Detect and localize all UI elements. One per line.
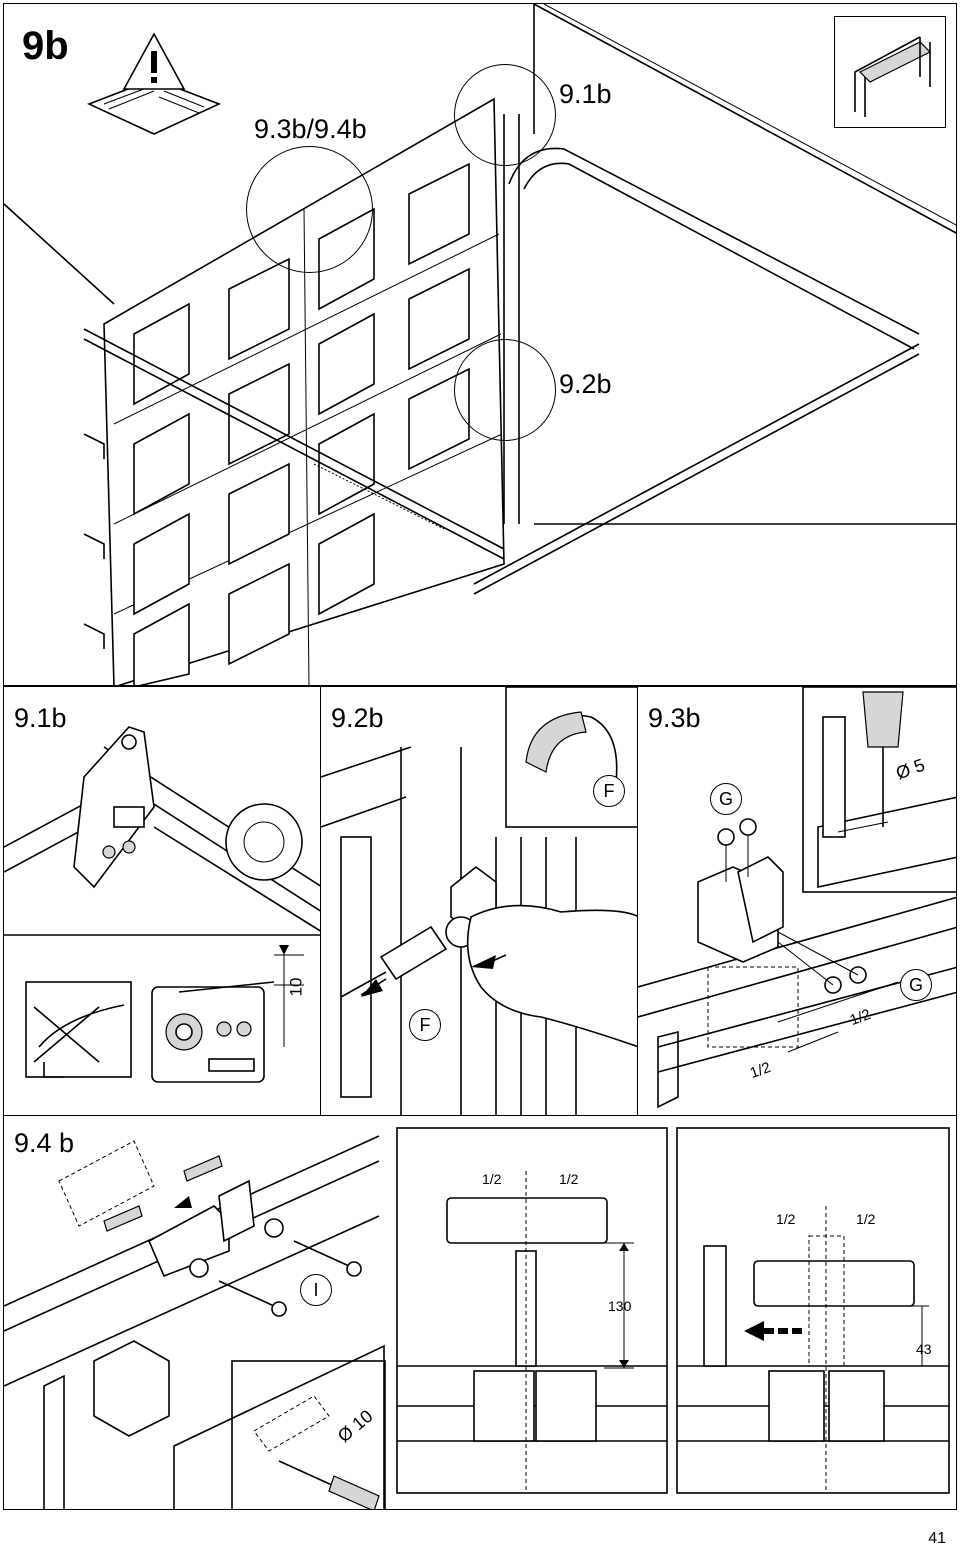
overview-panel: 9b 9.3b/9.4b 9.1b 9.2b <box>3 3 957 686</box>
mid-dimension-130: 130 <box>608 1298 632 1314</box>
right-dimension-43: 43 <box>916 1341 932 1357</box>
detail-9-1b-drawing <box>4 726 320 1083</box>
panel-title-9-1b: 9.1b <box>14 703 67 733</box>
part-label-f-inset: F <box>593 775 625 807</box>
track-bracket-icon <box>854 36 932 117</box>
part-label-f: F <box>409 1009 441 1041</box>
panel-title-9-4b: 9.4 b <box>14 1128 75 1158</box>
callout-circle-9-3b <box>246 146 373 273</box>
panel-9-4b: 9.4 b I Ø 10 1/2 1/2 130 1/2 1/2 43 <box>3 1115 957 1510</box>
right-half-left: 1/2 <box>776 1211 796 1227</box>
part-label-g-side: G <box>900 969 932 1001</box>
mid-half-right: 1/2 <box>559 1171 579 1187</box>
step-number: 9b <box>22 24 69 68</box>
detail-9-2b-drawing <box>321 687 637 1115</box>
detail-9-3b-drawing <box>638 687 956 1109</box>
detail-9-4b-drawing <box>4 1127 950 1509</box>
callout-label-9-1b: 9.1b <box>559 79 612 109</box>
mid-half-left: 1/2 <box>482 1171 502 1187</box>
callout-label-9-3b-9-4b: 9.3b/9.4b <box>254 114 367 144</box>
callout-circle-9-1b <box>454 64 556 166</box>
part-label-i: I <box>300 1274 332 1306</box>
page-number: 41 <box>928 1530 946 1547</box>
right-half-right: 1/2 <box>856 1211 876 1227</box>
part-label-g-top: G <box>710 783 742 815</box>
panel-title-9-2b: 9.2b <box>331 703 384 733</box>
callout-circle-9-2b <box>454 339 556 441</box>
panel-9-3b: 9.3b G G Ø 5 1/2 1/2 <box>637 686 957 1116</box>
panel-9-1b: 9.1b 10 <box>3 686 321 1116</box>
panel-title-9-3b: 9.3b <box>648 703 701 733</box>
manual-warning-icon <box>86 32 222 135</box>
track-bracket-icon-box <box>834 16 946 128</box>
callout-label-9-2b: 9.2b <box>559 369 612 399</box>
dimension-10: 10 <box>286 977 306 997</box>
panel-9-2b: 9.2b F F <box>320 686 638 1116</box>
